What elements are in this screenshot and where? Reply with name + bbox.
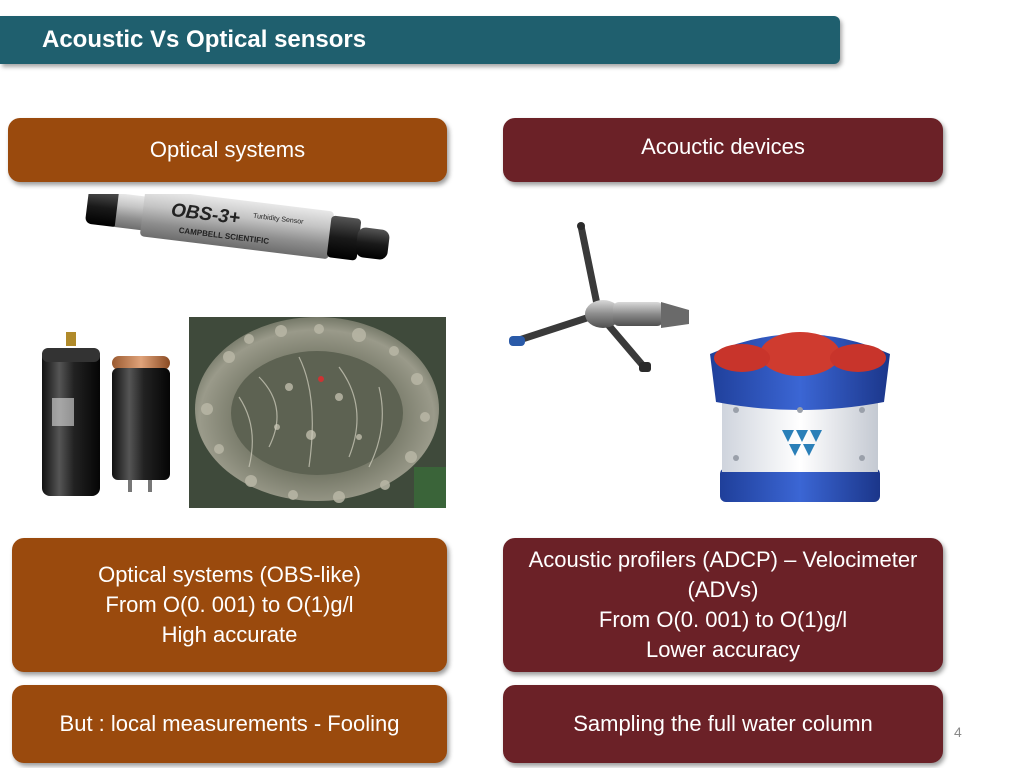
page-number: 4	[954, 724, 962, 740]
acoustic-footer-label: Sampling the full water column	[573, 711, 873, 736]
optical-header: Optical systems	[8, 118, 447, 182]
optical-desc-line-2: From O(0. 001) to O(1)g/l	[105, 592, 354, 617]
acoustic-header: Acouctic devices	[503, 118, 943, 182]
optical-description: Optical systems (OBS-like) From O(0. 001…	[12, 538, 447, 672]
acoustic-desc-line-3: Lower accuracy	[645, 637, 801, 662]
adv-probe-image	[509, 222, 689, 372]
fouled-sensor-photo	[189, 317, 446, 508]
optical-desc-line-3: High accurate	[161, 622, 298, 647]
acoustic-header-label: Acouctic devices	[641, 134, 805, 159]
acoustic-footer: Sampling the full water column	[503, 685, 943, 763]
optical-header-label: Optical systems	[149, 137, 306, 162]
adcp-instrument-image	[710, 332, 890, 502]
acoustic-desc-line-1: Acoustic profilers (ADCP) – Velocimeter …	[528, 547, 918, 602]
title-bar: Acoustic Vs Optical sensors	[0, 16, 840, 64]
optical-footer-label: But : local measurements - Fooling	[59, 711, 400, 736]
optical-desc-line-1: Optical systems (OBS-like)	[98, 562, 361, 587]
optical-footer: But : local measurements - Fooling	[12, 685, 447, 763]
slide-title: Acoustic Vs Optical sensors	[42, 26, 367, 53]
acoustic-desc-line-2: From O(0. 001) to O(1)g/l	[598, 607, 848, 632]
obs3-sensor-image: OBS-3+ Turbidity Sensor CAMPBELL SCIENTI…	[85, 194, 390, 261]
acoustic-description: Acoustic profilers (ADCP) – Velocimeter …	[503, 538, 943, 672]
optical-cylinders-image	[42, 332, 170, 496]
